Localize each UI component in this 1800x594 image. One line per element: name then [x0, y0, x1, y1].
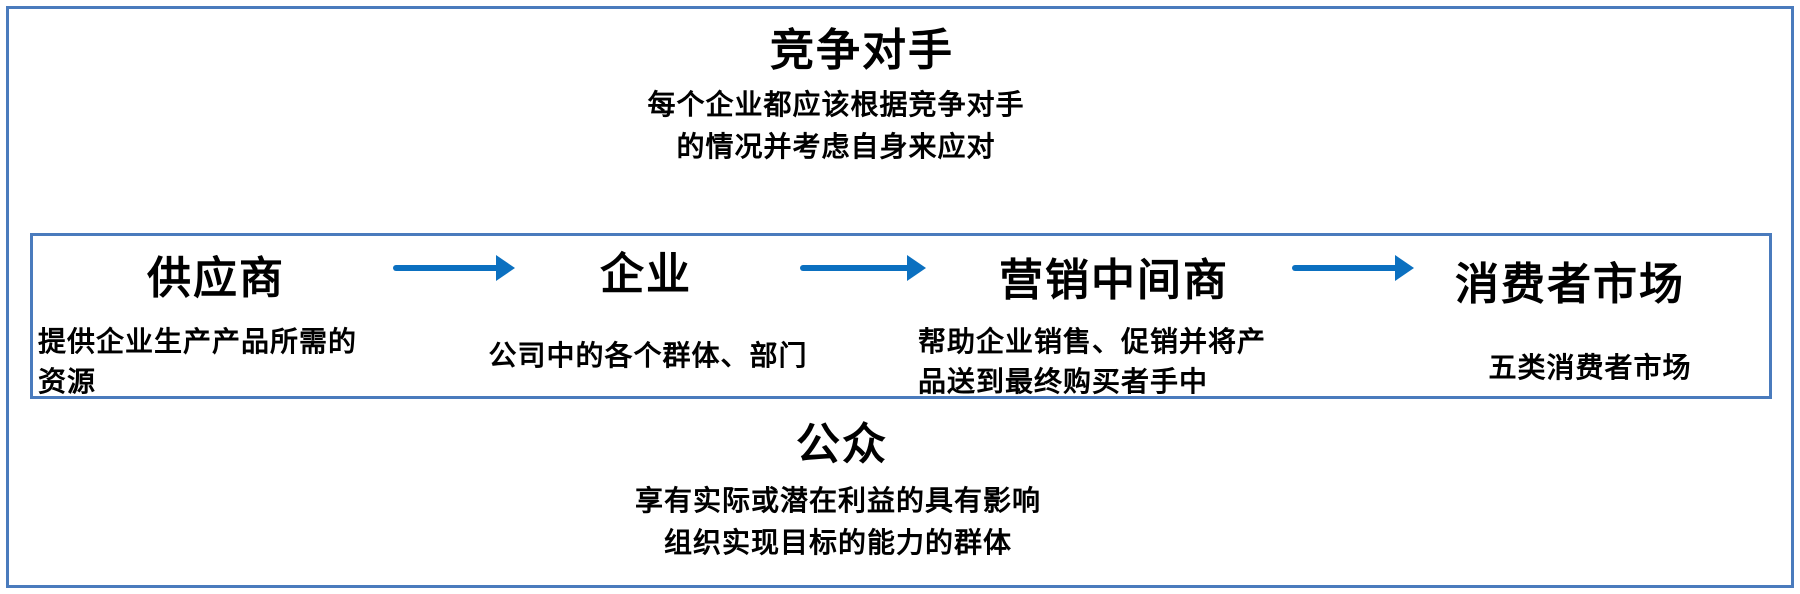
public-description-line-2: 组织实现目标的能力的群体 — [663, 527, 1013, 558]
arrow-head — [496, 255, 515, 281]
public-description: 享有实际或潜在利益的具有影响 组织实现目标的能力的群体 — [635, 480, 1041, 564]
arrow-shaft — [1292, 265, 1398, 271]
consumer-market-description: 五类消费者市场 — [1488, 352, 1692, 383]
supplier-description-line-1: 提供企业生产产品所需的 — [38, 326, 358, 357]
outer-border — [6, 6, 1794, 588]
arrow-head — [1395, 255, 1414, 281]
competitors-description: 每个企业都应该根据竞争对手 的情况并考虑自身来应对 — [647, 84, 1024, 168]
supplier-description-line-2: 资源 — [38, 366, 97, 397]
enterprise-title: 企业 — [600, 250, 692, 299]
chain-box — [30, 233, 1772, 399]
supplier-title: 供应商 — [147, 254, 285, 303]
arrow-shaft — [800, 265, 910, 271]
arrow-shaft — [393, 265, 499, 271]
consumer-market-title: 消费者市场 — [1455, 260, 1685, 309]
public-description-line-1: 享有实际或潜在利益的具有影响 — [634, 485, 1042, 516]
enterprise-description: 公司中的各个群体、部门 — [488, 340, 808, 371]
competitors-description-line-2: 的情况并考虑自身来应对 — [676, 131, 996, 162]
marketing-intermediary-description-line-1: 帮助企业销售、促销并将产 — [918, 326, 1267, 357]
arrow-head — [907, 255, 926, 281]
marketing-intermediary-description: 帮助企业销售、促销并将产 品送到最终购买者手中 — [918, 322, 1266, 402]
marketing-intermediary-title: 营销中间商 — [999, 256, 1229, 305]
supplier-description: 提供企业生产产品所需的 资源 — [38, 322, 357, 402]
competitors-title: 竞争对手 — [770, 26, 954, 75]
competitors-description-line-1: 每个企业都应该根据竞争对手 — [647, 89, 1025, 120]
marketing-intermediary-description-line-2: 品送到最终购买者手中 — [918, 366, 1209, 397]
public-title: 公众 — [796, 420, 888, 469]
